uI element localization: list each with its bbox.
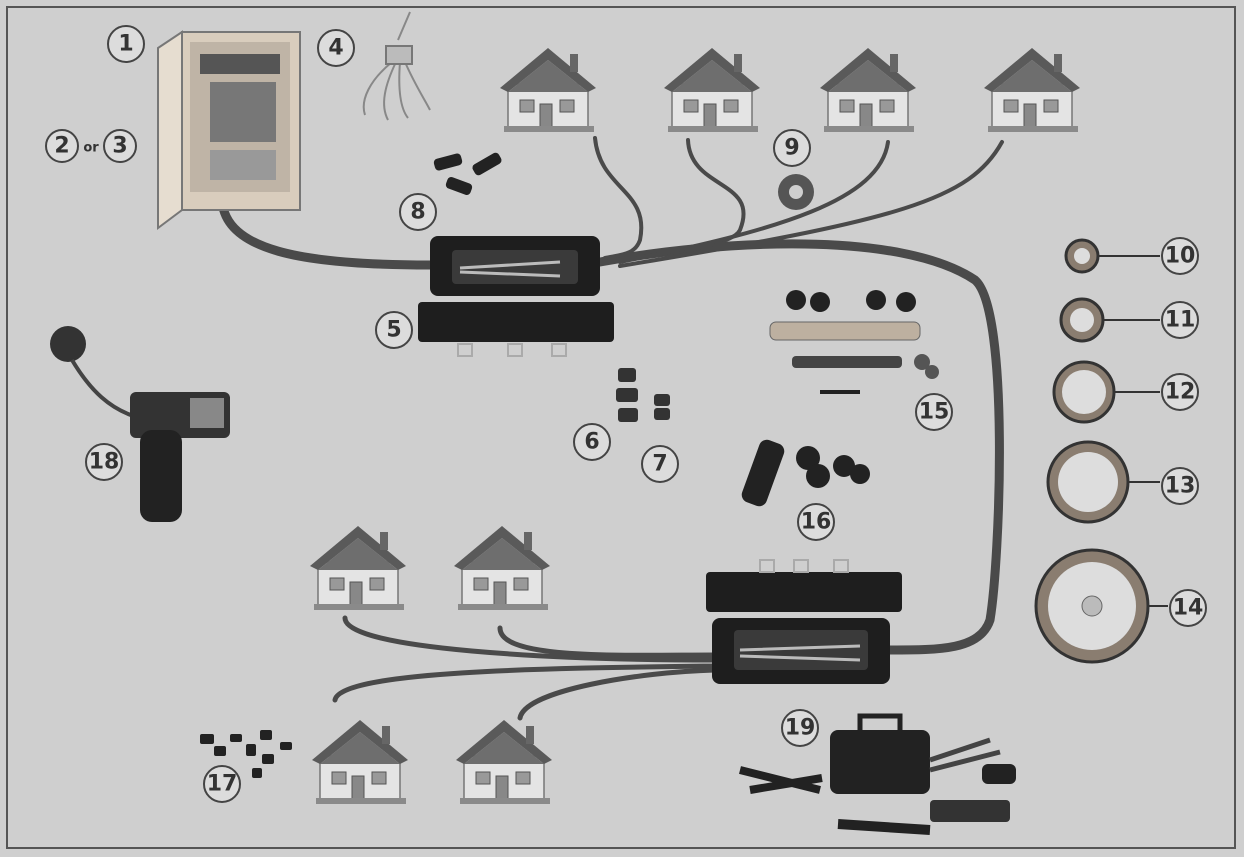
houses-top	[500, 48, 1080, 132]
drop-cable-1	[595, 138, 641, 258]
marker-17: 17	[207, 772, 238, 797]
marker-12: 12	[1165, 380, 1196, 405]
marker-19: 19	[785, 716, 816, 741]
splice-tubes	[770, 290, 939, 392]
cable-cross-sections	[1036, 240, 1168, 662]
marker-7: 7	[652, 452, 667, 477]
drop-cable-8	[520, 670, 715, 718]
fusion-tool	[50, 326, 230, 522]
marker-18: 18	[89, 450, 120, 475]
marker-16: 16	[801, 510, 832, 535]
drop-cable-7	[335, 666, 715, 700]
splice-closure-top	[418, 236, 614, 356]
cross-section-12	[1054, 362, 1160, 422]
cross-section-14	[1036, 550, 1168, 662]
cross-section-10	[1066, 240, 1160, 272]
house-icon	[454, 526, 550, 610]
marker-3: 3	[112, 134, 127, 159]
marker-14: 14	[1173, 596, 1204, 621]
cross-section-13	[1048, 442, 1160, 522]
tool-kit	[740, 716, 1016, 830]
drop-cable-6	[500, 628, 715, 655]
house-icon	[820, 48, 916, 132]
house-icon	[310, 526, 406, 610]
house-icon	[664, 48, 760, 132]
street-cabinet	[158, 32, 300, 228]
marker-8: 8	[410, 200, 425, 225]
grommets	[616, 368, 670, 422]
house-icon	[984, 48, 1080, 132]
house-icon	[500, 48, 596, 132]
marker-5: 5	[386, 318, 401, 343]
cross-section-11	[1061, 299, 1160, 341]
connectors-8	[433, 151, 503, 196]
marker-4: 4	[328, 36, 343, 61]
house-icon	[456, 720, 552, 804]
splice-closure-bottom	[706, 560, 902, 684]
marker-11: 11	[1165, 308, 1196, 333]
marker-1: 1	[118, 32, 133, 57]
fanout-connector	[364, 12, 430, 120]
marker-15: 15	[919, 400, 950, 425]
cable-coil	[778, 174, 814, 210]
marker-6: 6	[584, 430, 599, 455]
house-icon	[312, 720, 408, 804]
marker-separator: or	[83, 141, 99, 156]
end-caps	[739, 438, 870, 509]
marker-9: 9	[784, 136, 799, 161]
marker-2: 2	[54, 134, 69, 159]
houses-bottom	[310, 526, 552, 804]
marker-10: 10	[1165, 244, 1196, 269]
marker-13: 13	[1165, 474, 1196, 499]
